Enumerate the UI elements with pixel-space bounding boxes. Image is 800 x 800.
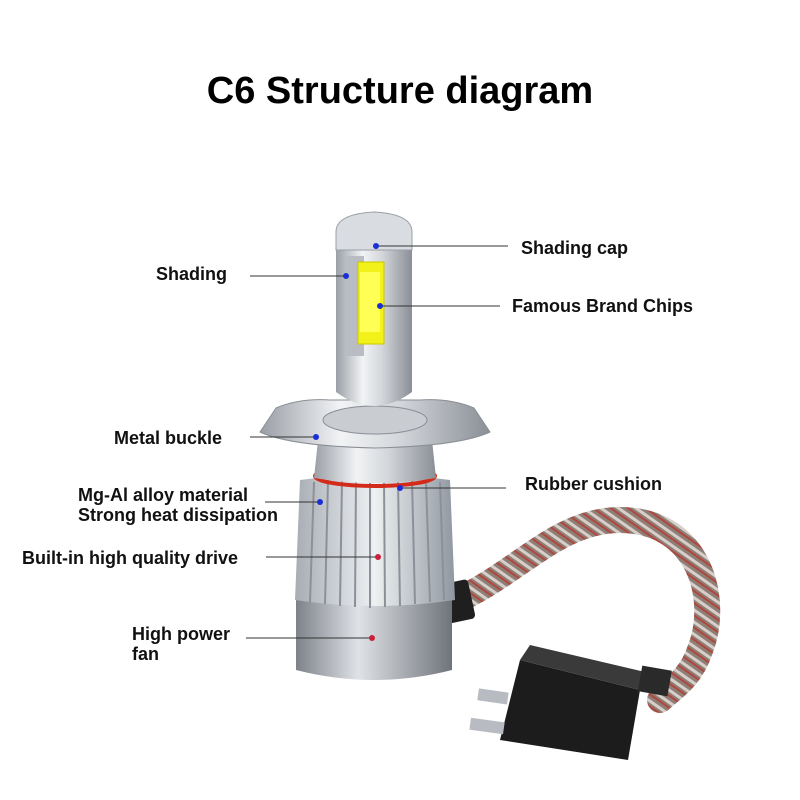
fin-grooves	[309, 476, 445, 608]
braided-cable	[449, 506, 721, 713]
label-shading-cap: Shading cap	[521, 238, 629, 258]
heat-sink	[295, 475, 455, 606]
pointer-dot-buckle	[313, 434, 319, 440]
label-rubber-cushion: Rubber cushion	[525, 474, 663, 494]
label-famous-brand-chips: Famous Brand Chips	[512, 296, 694, 316]
pointer-dot-rubber	[397, 485, 403, 491]
pointer-dot-shading-cap	[373, 243, 379, 249]
pointer-dot-shading	[343, 273, 349, 279]
shading-cap-shape	[335, 211, 413, 251]
pointer-dot-drive	[375, 554, 381, 560]
label-metal-buckle: Metal buckle	[114, 428, 223, 448]
h4-connector-plug	[469, 645, 672, 760]
label-alloy-line1: Mg-Al alloy material	[78, 485, 249, 505]
label-built-in-drive: Built-in high quality drive	[22, 548, 238, 568]
pointer-dot-fan	[369, 635, 375, 641]
label-alloy-line2: Strong heat dissipation	[78, 505, 279, 525]
pointer-dot-chips	[377, 303, 383, 309]
leader-lines	[246, 245, 508, 639]
diagram-title: C6 Structure diagram	[206, 70, 594, 112]
pointer-dot-alloy	[317, 499, 323, 505]
label-fan-line1: High power	[132, 624, 230, 644]
label-shading: Shading	[156, 264, 227, 284]
label-fan-line2: fan	[132, 644, 159, 664]
